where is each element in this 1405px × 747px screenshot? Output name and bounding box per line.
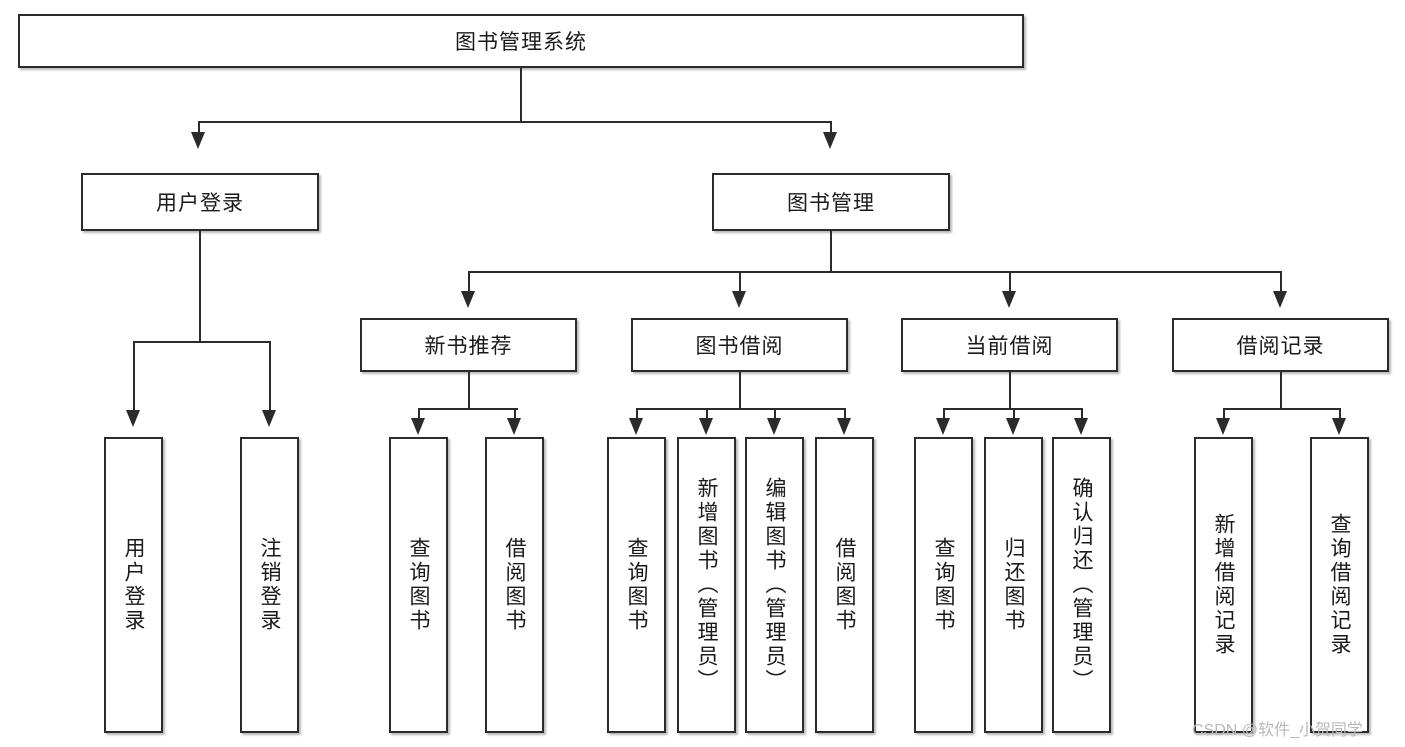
node-label: 查询图书 <box>932 537 955 633</box>
arrow-bb-to-leaf-0 <box>629 418 643 435</box>
connector-nbr-to-leaf-1 <box>514 408 516 420</box>
node-new-book-recommend[interactable]: 新书推荐 <box>360 318 577 372</box>
connector-nbr-stem <box>468 372 470 408</box>
arrow-nbr-to-leaf-1 <box>507 418 521 435</box>
arrow-root-to-user-login <box>191 132 205 149</box>
arrow-bm-to-level2-2 <box>1002 291 1016 308</box>
arrow-nbr-to-leaf-0 <box>411 418 425 435</box>
watermark-text: CSDN @软件_小贺同学 <box>1192 722 1363 739</box>
leaf-book-borrow-2[interactable]: 编辑图书（管理员） <box>745 437 804 733</box>
node-label: 新增图书（管理员） <box>695 477 718 693</box>
connector-user-login-to-leaf-1 <box>269 341 271 413</box>
leaf-user-login-0[interactable]: 用户登录 <box>104 437 163 733</box>
node-label: 借阅图书 <box>503 537 526 633</box>
arrow-bm-to-level2-0 <box>461 291 475 308</box>
leaf-borrow-record-0[interactable]: 新增借阅记录 <box>1194 437 1253 733</box>
arrow-bb-to-leaf-3 <box>837 418 851 435</box>
connector-root-stem <box>520 68 522 121</box>
connector-cb-to-leaf-0 <box>943 408 945 420</box>
node-label: 查询图书 <box>407 537 430 633</box>
connector-nbr-to-leaf-0 <box>418 408 420 420</box>
leaf-new-book-recommend-1[interactable]: 借阅图书 <box>485 437 544 733</box>
node-book-management[interactable]: 图书管理 <box>712 173 950 231</box>
connector-bb-bar <box>636 408 844 410</box>
node-label: 图书借阅 <box>695 335 784 358</box>
connector-cb-stem <box>1009 372 1011 408</box>
arrow-cb-to-leaf-2 <box>1074 418 1088 435</box>
node-label: 新书推荐 <box>424 335 513 358</box>
node-label: 归还图书 <box>1002 537 1025 633</box>
connector-bm-to-level2-2 <box>1009 271 1011 293</box>
connector-bb-to-leaf-1 <box>706 408 708 420</box>
node-root-library-management-system[interactable]: 图书管理系统 <box>18 14 1024 68</box>
csdn-watermark: CSDN @软件_小贺同学 <box>1192 716 1363 740</box>
connector-root-to-user-login <box>198 121 200 135</box>
connector-br-to-leaf-0 <box>1223 408 1225 420</box>
leaf-new-book-recommend-0[interactable]: 查询图书 <box>389 437 448 733</box>
node-label: 查询借阅记录 <box>1328 513 1351 657</box>
connector-bb-stem <box>739 372 741 408</box>
node-label: 图书管理 <box>787 192 875 215</box>
arrow-bm-to-level2-1 <box>732 291 746 308</box>
arrow-root-to-book-management <box>823 132 837 149</box>
node-book-borrow[interactable]: 图书借阅 <box>631 318 848 372</box>
node-user-login[interactable]: 用户登录 <box>81 173 319 231</box>
node-label: 借阅记录 <box>1236 335 1325 358</box>
node-label: 注销登录 <box>258 537 281 633</box>
connector-bb-to-leaf-0 <box>636 408 638 420</box>
node-borrow-record[interactable]: 借阅记录 <box>1172 318 1389 372</box>
arrow-br-to-leaf-0 <box>1216 418 1230 435</box>
node-label: 编辑图书（管理员） <box>763 477 786 693</box>
node-label: 当前借阅 <box>965 335 1054 358</box>
leaf-current-borrow-1[interactable]: 归还图书 <box>984 437 1043 733</box>
connector-bb-to-leaf-2 <box>774 408 776 420</box>
connector-bm-to-level2-0 <box>468 271 470 293</box>
leaf-current-borrow-2[interactable]: 确认归还（管理员） <box>1052 437 1111 733</box>
node-label: 用户登录 <box>122 537 145 633</box>
connector-user-login-bar <box>133 341 269 343</box>
node-label: 新增借阅记录 <box>1212 513 1235 657</box>
node-label: 借阅图书 <box>833 537 856 633</box>
connector-cb-bar <box>943 408 1081 410</box>
arrow-cb-to-leaf-0 <box>936 418 950 435</box>
connector-bm-to-level2-1 <box>739 271 741 293</box>
connector-book-management-stem <box>830 231 832 271</box>
arrow-bb-to-leaf-1 <box>699 418 713 435</box>
connector-nbr-bar <box>418 408 518 410</box>
connector-cb-to-leaf-2 <box>1081 408 1083 420</box>
connector-bb-to-leaf-3 <box>844 408 846 420</box>
connector-book-management-bar <box>468 271 1280 273</box>
leaf-book-borrow-0[interactable]: 查询图书 <box>607 437 666 733</box>
arrow-br-to-leaf-1 <box>1332 418 1346 435</box>
arrow-user-login-to-leaf-1 <box>262 410 276 427</box>
node-label: 图书管理系统 <box>455 31 587 54</box>
connector-root-bar <box>198 121 832 123</box>
arrow-user-login-to-leaf-0 <box>126 410 140 427</box>
leaf-book-borrow-3[interactable]: 借阅图书 <box>815 437 874 733</box>
leaf-borrow-record-1[interactable]: 查询借阅记录 <box>1310 437 1369 733</box>
leaf-user-login-1[interactable]: 注销登录 <box>240 437 299 733</box>
connector-br-bar <box>1223 408 1339 410</box>
node-label: 确认归还（管理员） <box>1070 477 1093 693</box>
connector-bm-to-level2-3 <box>1280 271 1282 293</box>
node-label: 查询图书 <box>625 537 648 633</box>
leaf-current-borrow-0[interactable]: 查询图书 <box>914 437 973 733</box>
connector-br-stem <box>1280 372 1282 408</box>
connector-user-login-stem <box>199 231 201 341</box>
connector-user-login-to-leaf-0 <box>133 341 135 413</box>
connector-br-to-leaf-1 <box>1339 408 1341 420</box>
arrow-cb-to-leaf-1 <box>1006 418 1020 435</box>
arrow-bb-to-leaf-2 <box>767 418 781 435</box>
connector-cb-to-leaf-1 <box>1013 408 1015 420</box>
node-label: 用户登录 <box>156 192 244 215</box>
arrow-bm-to-level2-3 <box>1273 291 1287 308</box>
connector-root-to-book-management <box>830 121 832 135</box>
node-current-borrow[interactable]: 当前借阅 <box>901 318 1118 372</box>
leaf-book-borrow-1[interactable]: 新增图书（管理员） <box>677 437 736 733</box>
